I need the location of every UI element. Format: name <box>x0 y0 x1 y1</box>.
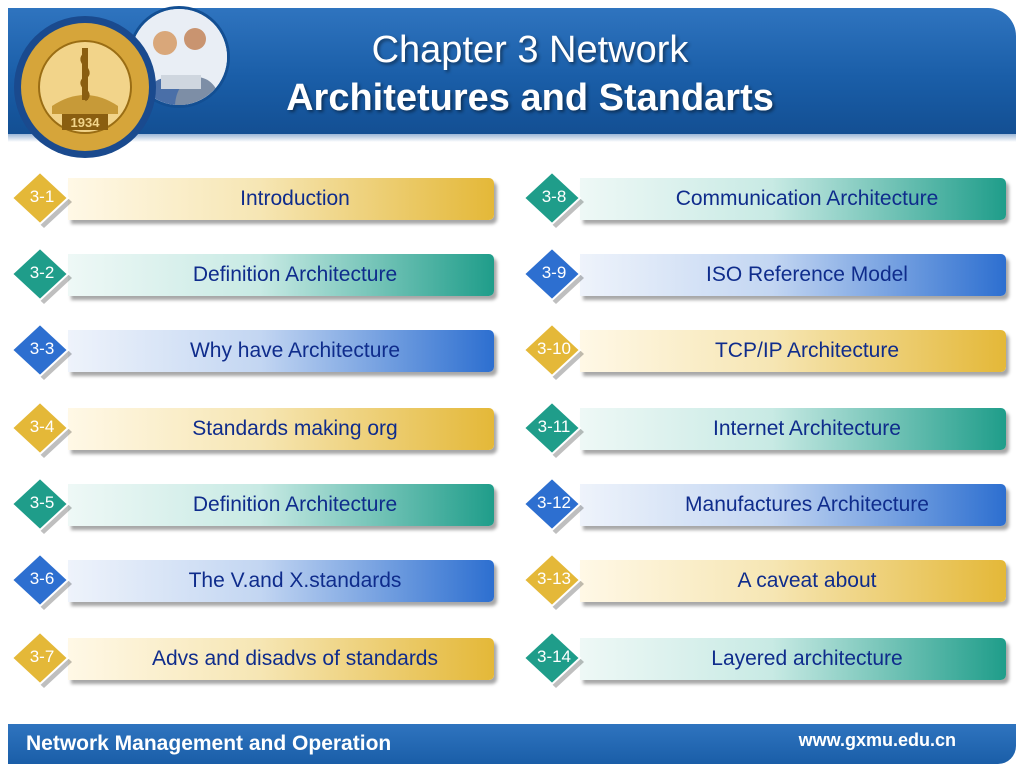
chapter-number-diamond <box>522 172 584 228</box>
footer-bar: Network Management and Operation www.gxm… <box>8 724 1016 764</box>
chapter-item-bar: Layered architecture <box>580 638 1006 680</box>
chapter-item-label: Manufactures Architecture <box>685 493 929 516</box>
header-shadow <box>8 134 1016 142</box>
chapter-item-bar: Communication Architecture <box>580 178 1006 220</box>
chapter-item-bar: Advs and disadvs of standards <box>68 638 494 680</box>
chapter-item[interactable]: Manufactures Architecture 3-12 <box>514 478 1014 536</box>
chapter-item-number: 3-7 <box>29 647 55 666</box>
chapter-item[interactable]: The V.and X.standards 3-6 <box>2 554 502 612</box>
chapter-item-number: 3-1 <box>29 187 55 206</box>
chapter-number-diamond <box>10 478 72 534</box>
chapter-item-number: 3-11 <box>537 417 571 436</box>
chapter-number-diamond <box>10 324 72 380</box>
chapter-item-label: Definition Architecture <box>192 493 398 516</box>
chapter-item-label: Introduction <box>240 187 350 210</box>
chapter-item-number: 3-2 <box>29 263 55 282</box>
chapter-item-label: The V.and X.standards <box>188 569 402 592</box>
chapter-item-label: Definition Architecture <box>192 263 398 286</box>
chapter-item[interactable]: Communication Architecture 3-8 <box>514 172 1014 230</box>
svg-text:1934: 1934 <box>71 115 101 130</box>
chapter-number-diamond <box>522 478 584 534</box>
chapter-item-bar: Definition Architecture <box>68 254 494 296</box>
chapter-number-diamond <box>522 324 584 380</box>
chapter-item-number: 3-12 <box>536 493 572 512</box>
chapter-item-label: Internet Architecture <box>713 417 901 440</box>
chapter-item[interactable]: Internet Architecture 3-11 <box>514 402 1014 460</box>
chapter-number-diamond <box>10 554 72 610</box>
chapter-item[interactable]: Standards making org 3-4 <box>2 402 502 460</box>
chapter-item-bar: TCP/IP Architecture <box>580 330 1006 372</box>
chapter-item-label: Why have Architecture <box>189 339 401 362</box>
chapter-item[interactable]: A caveat about 3-13 <box>514 554 1014 612</box>
slide-title: Chapter 3 Network Architetures and Stand… <box>210 26 850 122</box>
title-line-1: Chapter 3 Network <box>371 29 689 71</box>
chapter-item-bar: Why have Architecture <box>68 330 494 372</box>
chapter-item-bar: Standards making org <box>68 408 494 450</box>
chapter-item-label: Advs and disadvs of standards <box>151 647 438 670</box>
chapter-item[interactable]: Definition Architecture 3-2 <box>2 248 502 306</box>
chapter-item-bar: Internet Architecture <box>580 408 1006 450</box>
chapter-number-diamond <box>522 632 584 688</box>
chapter-item-label: Layered architecture <box>711 647 903 670</box>
chapter-item-label: A caveat about <box>737 569 877 592</box>
footer-website-link[interactable]: www.gxmu.edu.cn <box>798 730 956 750</box>
chapter-item-number: 3-4 <box>29 417 55 436</box>
chapter-item-bar: Manufactures Architecture <box>580 484 1006 526</box>
chapter-item[interactable]: Advs and disadvs of standards 3-7 <box>2 632 502 690</box>
chapter-item[interactable]: Definition Architecture 3-5 <box>2 478 502 536</box>
chapter-item-bar: The V.and X.standards <box>68 560 494 602</box>
chapter-item-bar: A caveat about <box>580 560 1006 602</box>
chapter-item[interactable]: ISO Reference Model 3-9 <box>514 248 1014 306</box>
chapter-number-diamond <box>522 248 584 304</box>
footer-course-title: Network Management and Operation <box>26 732 392 755</box>
chapter-item-number: 3-8 <box>541 187 567 206</box>
university-seal-logo: 1934 <box>12 14 158 160</box>
title-line-2: Architetures and Standarts <box>286 77 774 119</box>
chapter-number-diamond <box>10 248 72 304</box>
chapter-item-number: 3-10 <box>536 339 572 358</box>
chapter-item-label: ISO Reference Model <box>706 263 908 286</box>
chapter-item-bar: Definition Architecture <box>68 484 494 526</box>
chapter-item-number: 3-5 <box>29 493 55 512</box>
chapter-item[interactable]: Why have Architecture 3-3 <box>2 324 502 382</box>
chapter-item-bar: Introduction <box>68 178 494 220</box>
chapter-item[interactable]: TCP/IP Architecture 3-10 <box>514 324 1014 382</box>
chapter-item-number: 3-9 <box>541 263 567 282</box>
chapter-item-label: Communication Architecture <box>675 187 939 210</box>
chapter-number-diamond <box>10 402 72 458</box>
chapter-number-diamond <box>10 632 72 688</box>
chapter-item-bar: ISO Reference Model <box>580 254 1006 296</box>
chapter-number-diamond <box>522 554 584 610</box>
chapter-item-number: 3-13 <box>536 569 572 588</box>
chapter-item[interactable]: Layered architecture 3-14 <box>514 632 1014 690</box>
chapter-item[interactable]: Introduction 3-1 <box>2 172 502 230</box>
chapter-number-diamond <box>10 172 72 228</box>
chapter-item-number: 3-3 <box>29 339 55 358</box>
chapter-item-number: 3-6 <box>29 569 55 588</box>
chapter-item-number: 3-14 <box>536 647 572 666</box>
chapter-item-label: Standards making org <box>192 417 398 440</box>
chapter-number-diamond <box>522 402 584 458</box>
chapter-item-label: TCP/IP Architecture <box>714 339 900 362</box>
